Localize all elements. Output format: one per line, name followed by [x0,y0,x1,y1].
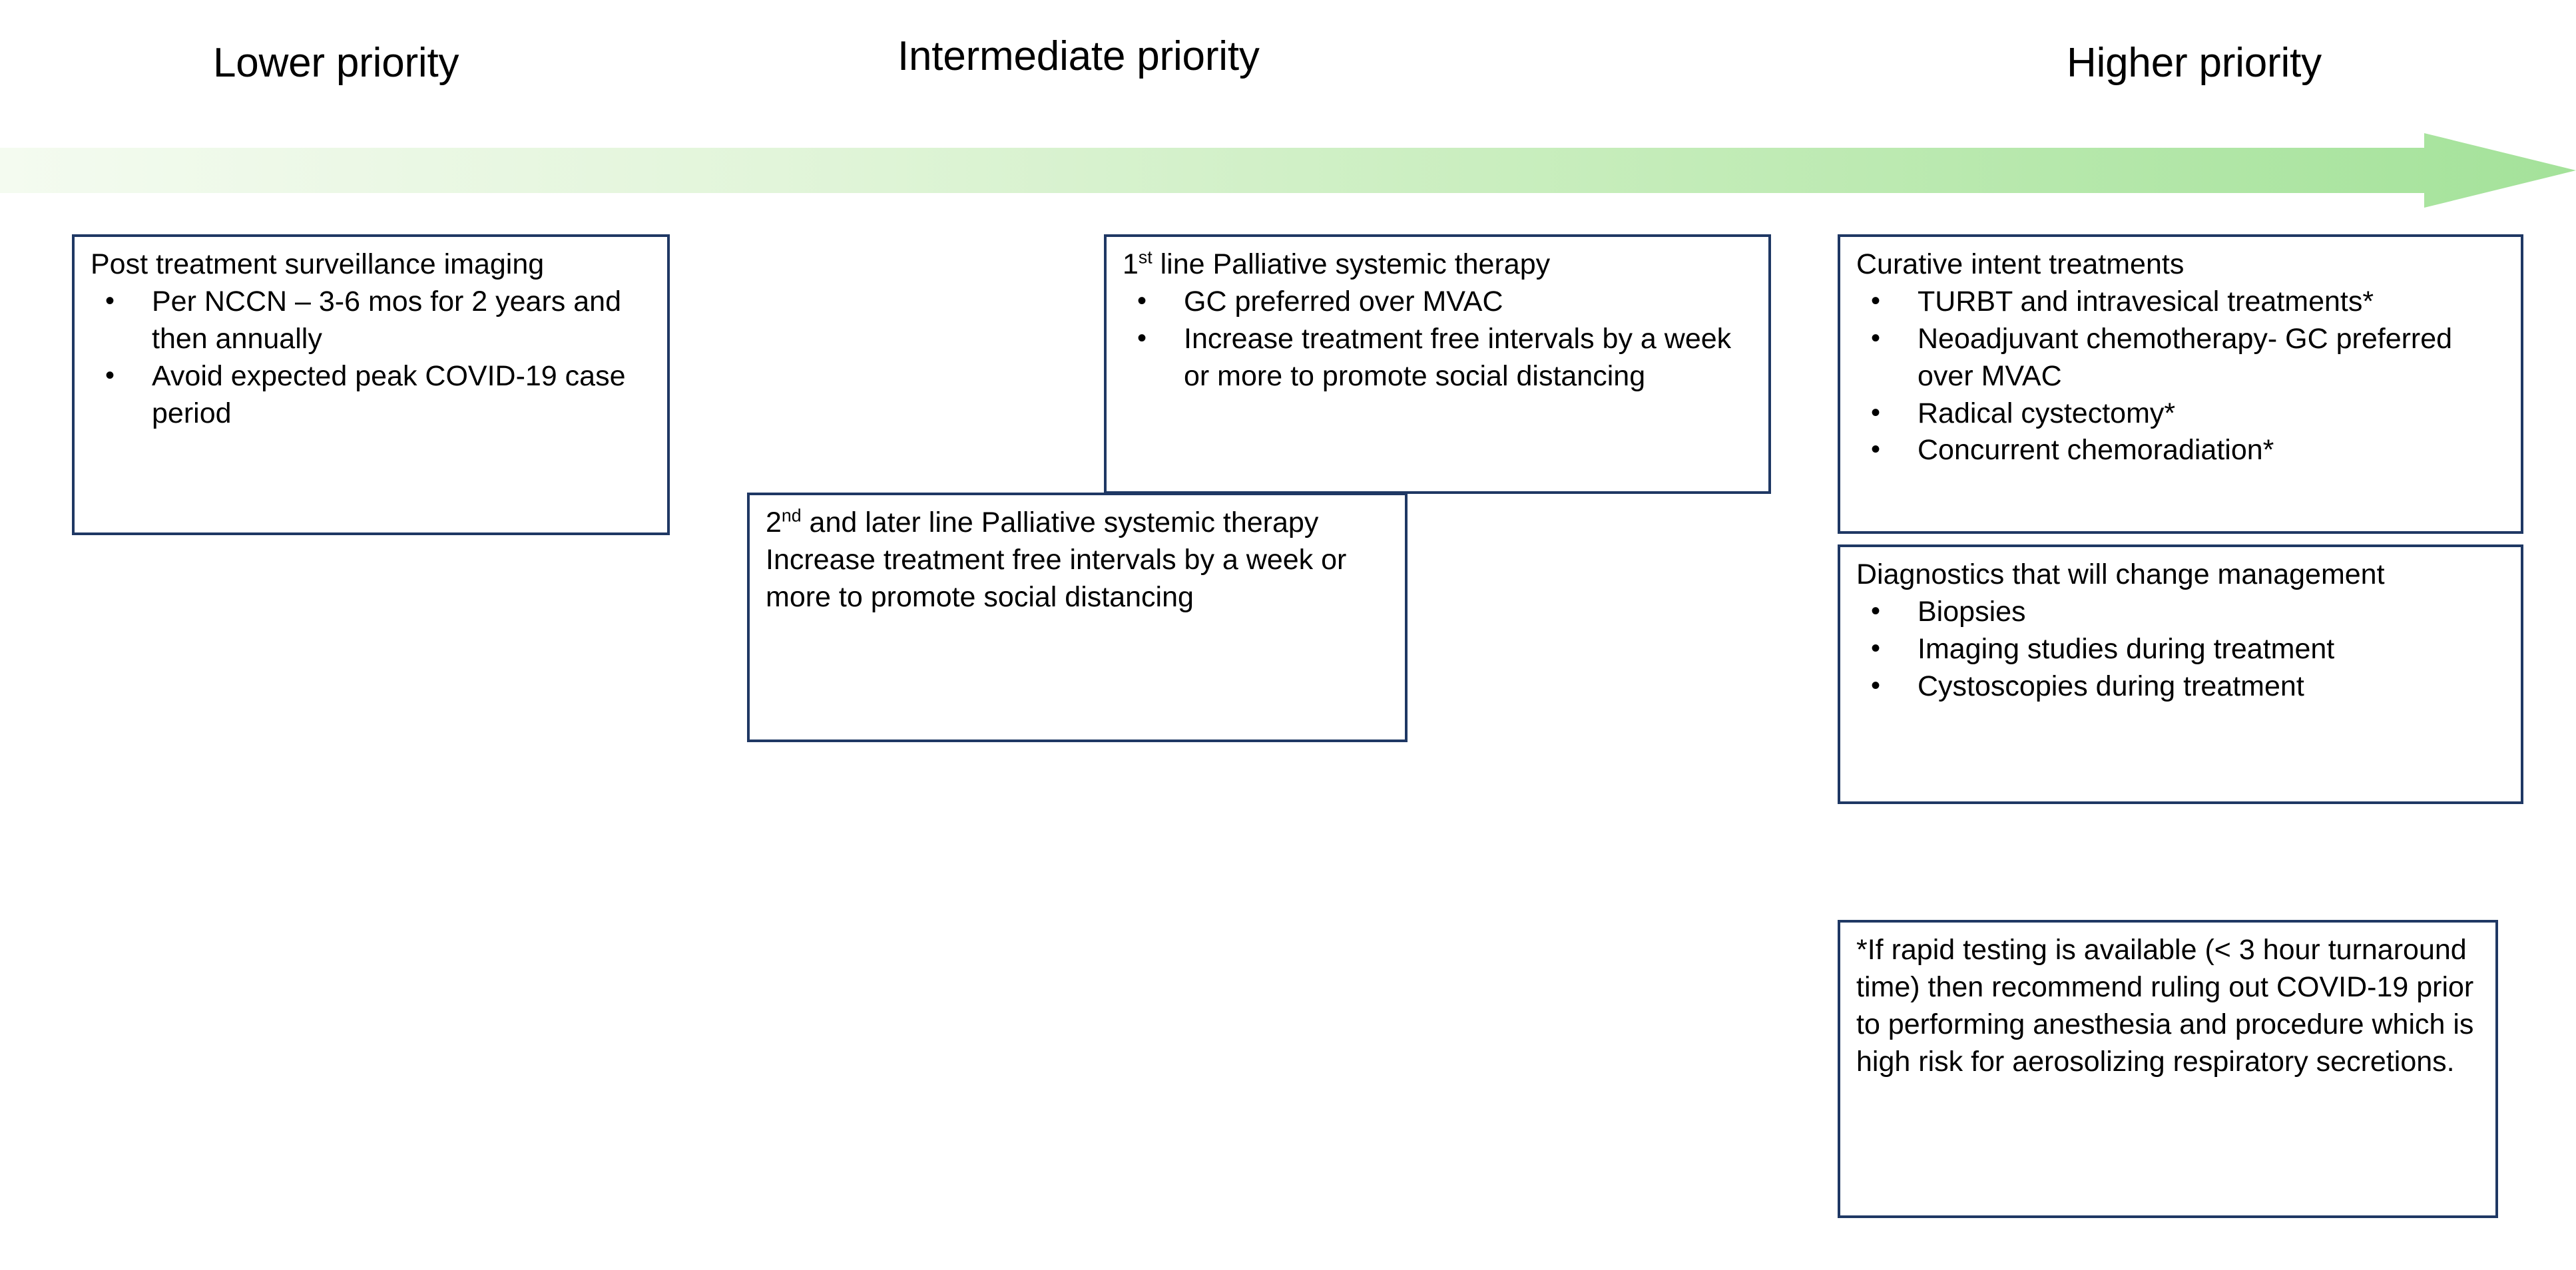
footnote-text: *If rapid testing is available (< 3 hour… [1856,934,2474,1078]
box-title-prefix: 2 [766,507,782,538]
bullet-list: Biopsies Imaging studies during treatmen… [1856,594,2505,706]
right-arrow-icon [0,133,2576,208]
box-first-line-palliative-therapy: 1st line Palliative systemic therapy GC … [1104,234,1771,494]
bullet-list: GC preferred over MVAC Increase treatmen… [1123,284,1752,395]
box-title-prefix: 1 [1123,248,1139,280]
box-title: Diagnostics that will change management [1856,558,2385,590]
box-footnote-rapid-testing: *If rapid testing is available (< 3 hour… [1838,920,2498,1218]
list-item: Imaging studies during treatment [1856,631,2505,668]
box-body-text: Increase treatment free intervals by a w… [766,543,1347,613]
box-title: Curative intent treatments [1856,248,2185,280]
box-title-rest: and later line Palliative systemic thera… [801,507,1319,538]
box-second-line-palliative-therapy: 2nd and later line Palliative systemic t… [747,493,1408,742]
list-item: Cystoscopies during treatment [1856,668,2505,706]
list-item: Increase treatment free intervals by a w… [1123,321,1752,395]
bullet-list: TURBT and intravesical treatments* Neoad… [1856,284,2505,469]
box-title: 1st line Palliative systemic therapy [1123,246,1752,284]
list-item: Per NCCN – 3-6 mos for 2 years and then … [91,284,651,358]
box-title: 2nd and later line Palliative systemic t… [766,505,1389,542]
box-post-treatment-surveillance: Post treatment surveillance imaging Per … [72,234,670,535]
list-item: TURBT and intravesical treatments* [1856,284,2505,321]
list-item: Radical cystectomy* [1856,395,2505,433]
list-item: Biopsies [1856,594,2505,631]
priority-arrow [0,133,2576,208]
box-diagnostics-change-management: Diagnostics that will change management … [1838,544,2523,804]
bullet-list: Per NCCN – 3-6 mos for 2 years and then … [91,284,651,433]
box-title-superscript: st [1138,247,1153,268]
list-item: GC preferred over MVAC [1123,284,1752,321]
list-item: Concurrent chemoradiation* [1856,432,2505,469]
axis-label-higher-priority: Higher priority [2067,40,2322,86]
axis-label-lower-priority: Lower priority [213,40,459,86]
list-item: Neoadjuvant chemotherapy- GC preferred o… [1856,321,2505,395]
box-title-rest: line Palliative systemic therapy [1152,248,1551,280]
list-item: Avoid expected peak COVID-19 case period [91,358,651,433]
box-curative-intent-treatments: Curative intent treatments TURBT and int… [1838,234,2523,534]
axis-label-intermediate-priority: Intermediate priority [898,33,1260,79]
box-title: Post treatment surveillance imaging [91,248,545,280]
box-title-superscript: nd [781,505,802,526]
